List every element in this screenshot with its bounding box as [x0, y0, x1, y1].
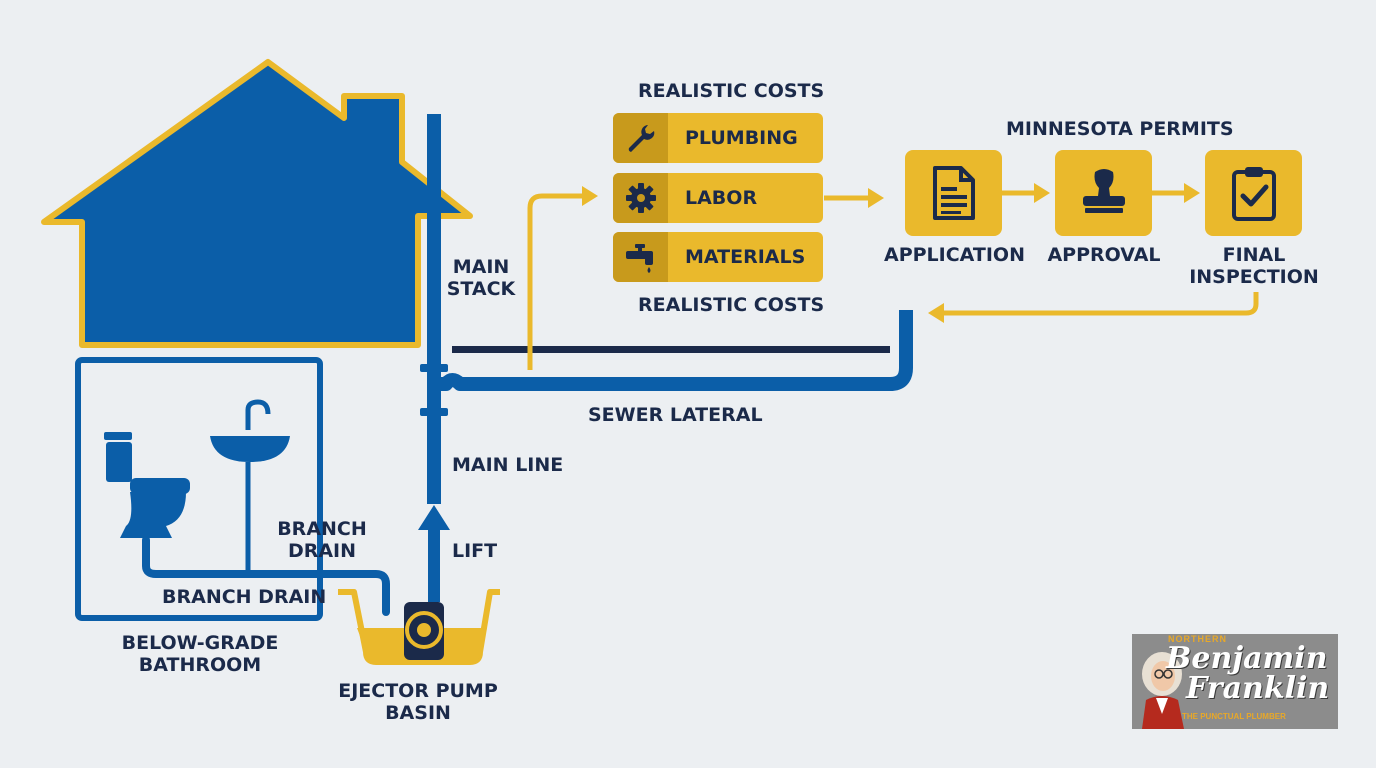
costs-connector	[527, 193, 588, 370]
cost-item-label: LABOR	[685, 187, 758, 209]
ejector-pump-icon	[404, 602, 444, 660]
branch-drain-pipe	[142, 536, 390, 616]
stamp-icon	[1082, 169, 1125, 213]
lift-label: LIFT	[452, 540, 498, 562]
main-stack-pipe	[427, 114, 441, 504]
costs-heading-top: REALISTIC COSTS	[638, 80, 825, 102]
toilet-icon	[104, 432, 190, 538]
permit-label-approval: APPROVAL	[1047, 244, 1161, 266]
arrow-application-approval	[1034, 183, 1050, 203]
faucet-icon	[613, 232, 668, 282]
logo-line2: Franklin	[1186, 671, 1330, 706]
sink-icon	[210, 399, 290, 572]
wrench-icon	[613, 113, 668, 163]
main-line-label: MAIN LINE	[452, 454, 564, 476]
document-icon	[932, 166, 975, 220]
clipboard-check-icon	[1231, 167, 1276, 221]
cost-item-labor: LABOR	[613, 173, 823, 223]
cost-item-label: MATERIALS	[685, 246, 806, 268]
permit-label-application: APPLICATION	[884, 244, 1025, 266]
sewer-lateral-label: SEWER LATERAL	[588, 404, 763, 426]
logo-tagline: THE PUNCTUAL PLUMBER	[1182, 712, 1286, 721]
lift-arrow	[418, 505, 450, 602]
bathroom-outline	[75, 357, 323, 621]
grade-line	[452, 346, 890, 353]
return-connector	[944, 292, 1259, 316]
arrow-to-permits	[868, 188, 884, 208]
benjamin-franklin-portrait-icon	[1142, 652, 1184, 729]
cost-item-plumbing: PLUMBING	[613, 113, 823, 163]
costs-heading-bottom: REALISTIC COSTS	[638, 294, 825, 316]
permits-heading: MINNESOTA PERMITS	[1006, 118, 1234, 140]
permit-step-final-inspection	[1205, 150, 1302, 236]
house-shape	[41, 59, 473, 348]
permit-step-application	[905, 150, 1002, 236]
sewer-lateral-pipe	[439, 310, 913, 391]
cost-item-label: PLUMBING	[685, 127, 798, 149]
arrow-approval-inspection	[1184, 183, 1200, 203]
permit-step-approval	[1055, 150, 1152, 236]
branch-drain-lower-label: BRANCH DRAIN	[162, 586, 327, 608]
cost-item-materials: MATERIALS	[613, 232, 823, 282]
benjamin-franklin-logo: NORTHERN Benjamin Franklin THE PUNCTUAL …	[1132, 634, 1338, 729]
logo-region: NORTHERN	[1168, 634, 1227, 644]
logo-line1: Benjamin	[1166, 641, 1328, 676]
gear-icon	[613, 173, 668, 223]
